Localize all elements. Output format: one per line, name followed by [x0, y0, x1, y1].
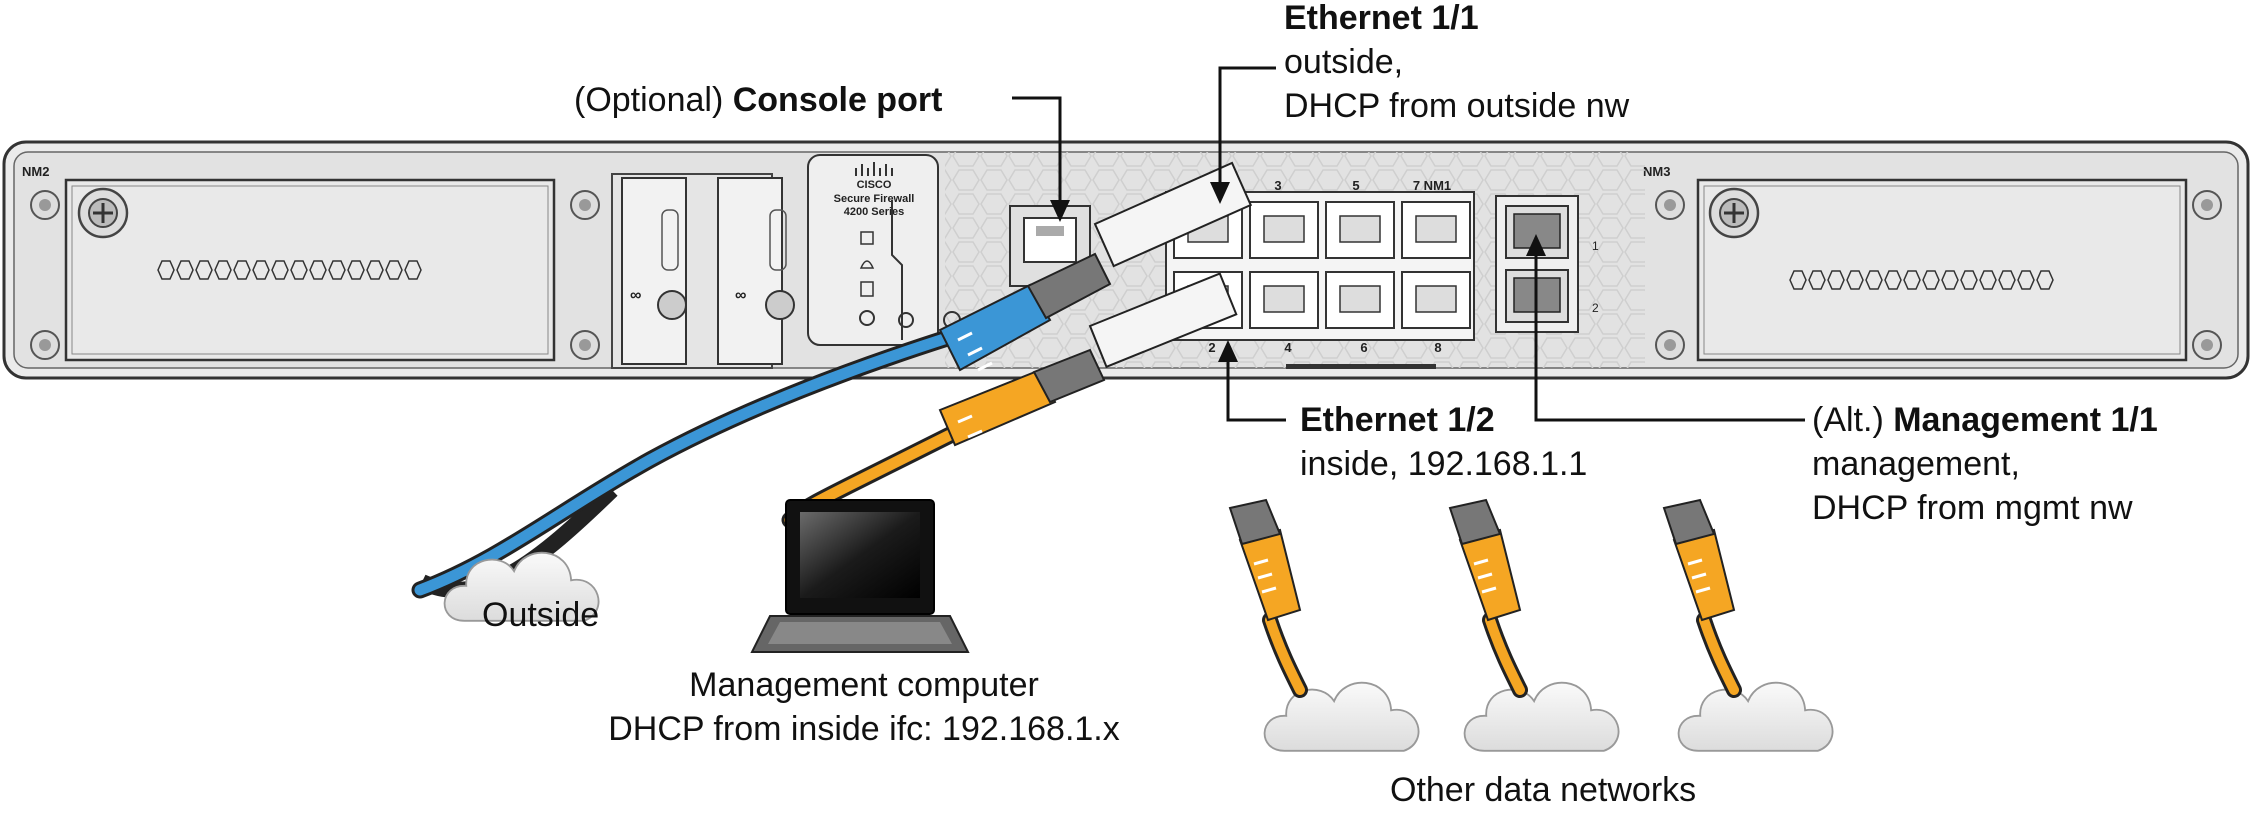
cloud-icon [1677, 681, 1834, 752]
hex-vent-icon [2017, 270, 2035, 290]
callout-line-eth12 [1226, 362, 1286, 422]
cisco-logo-badge: CISCO Secure Firewall 4200 Series [807, 154, 939, 346]
ethernet-jack-icon [1448, 498, 1528, 698]
eth12-line2: inside, 192.168.1.1 [1300, 445, 1588, 483]
check-icon [898, 312, 914, 328]
data-network-jacks [1228, 498, 1742, 698]
network-module-nm2 [64, 178, 556, 362]
hex-vent-icon [214, 260, 232, 280]
hex-vent-icon [195, 260, 213, 280]
mgmt-port-number-2: 2 [1592, 301, 1599, 315]
hex-vent-icon [1865, 270, 1883, 290]
hex-vent-icon [1979, 270, 1997, 290]
hex-vent-icon [366, 260, 384, 280]
hex-vent-icon [309, 260, 327, 280]
mgmt-title: Management 1/1 [1893, 401, 2158, 439]
hex-vent-icon [1789, 270, 1807, 290]
eth11-title: Ethernet 1/1 [1284, 0, 1479, 37]
hex-vent-icon [252, 260, 270, 280]
cloud-icon [1463, 681, 1620, 752]
cloud-icon [1263, 681, 1420, 752]
laptop-icon [750, 499, 970, 653]
hex-vent-icon [2036, 270, 2054, 290]
model-line-2: 4200 Series [844, 206, 905, 218]
mgmt-prefix: (Alt.) [1812, 401, 1884, 439]
callout-line-console [1012, 96, 1062, 200]
port-number-3: 3 [1274, 178, 1281, 193]
svg-text:∞: ∞ [735, 287, 746, 304]
hex-vent-icon [1846, 270, 1864, 290]
port-number-4: 4 [1284, 340, 1292, 355]
mgmt-line3: DHCP from mgmt nw [1812, 489, 2133, 527]
hex-vent-icon [1827, 270, 1845, 290]
label-management-1-1: (Alt.) Management 1/1 management, DHCP f… [1812, 398, 2158, 530]
hex-vent-icon [404, 260, 422, 280]
model-line-1: Secure Firewall [834, 193, 915, 205]
cisco-logo-text: CISCO [857, 179, 892, 191]
alarm-bell-icon [859, 260, 875, 269]
label-outside-cloud: Outside [482, 596, 600, 634]
port-number-8: 8 [1434, 340, 1441, 355]
hex-vent-icon [347, 260, 365, 280]
hex-vent-icon [1903, 270, 1921, 290]
computer-line2: DHCP from inside ifc: 192.168.1.x [608, 710, 1120, 748]
ethernet-jack-icon [1662, 498, 1742, 698]
port-number-6: 6 [1360, 340, 1367, 355]
hex-vent-icon [290, 260, 308, 280]
mgmt-port-number-1: 1 [1592, 239, 1599, 253]
port-number-2: 2 [1208, 340, 1215, 355]
callout-line-mgmt [1534, 256, 1805, 422]
hex-vent-icon [157, 260, 175, 280]
hex-vent-icon [233, 260, 251, 280]
slot-label-nm2: NM2 [22, 164, 49, 179]
console-prefix: (Optional) [574, 81, 724, 119]
computer-line1: Management computer [689, 666, 1039, 704]
eth11-line2: outside, [1284, 43, 1404, 81]
cloud-icon [443, 551, 600, 622]
callout-arrowheads [1050, 182, 1546, 362]
hex-vent-icon [1922, 270, 1940, 290]
ethernet-jack-icon [1228, 498, 1308, 698]
label-ethernet-1-1: Ethernet 1/1 outside, DHCP from outside … [1284, 0, 1629, 128]
eth12-title: Ethernet 1/2 [1300, 401, 1495, 439]
hex-vent-icon [176, 260, 194, 280]
hex-vent-icon [385, 260, 403, 280]
mount-screw-icon [30, 190, 2222, 360]
hex-vent-icon [1941, 270, 1959, 290]
power-icon [859, 310, 875, 326]
console-title: Console port [732, 81, 943, 119]
callout-line-eth11 [1218, 66, 1276, 182]
clouds [443, 551, 1834, 752]
eth11-line3: DHCP from outside nw [1284, 87, 1630, 125]
port-number-7: 7 NM1 [1413, 178, 1451, 193]
hex-vent-icon [1884, 270, 1902, 290]
system-led-icon [860, 281, 874, 297]
status-led-icon [860, 231, 874, 245]
svg-text:∞: ∞ [630, 287, 641, 304]
label-ethernet-1-2: Ethernet 1/2 inside, 192.168.1.1 [1300, 398, 1587, 486]
slot-label-nm3: NM3 [1643, 164, 1670, 179]
hex-vent-icon [1960, 270, 1978, 290]
hex-vent-icon [1998, 270, 2016, 290]
hex-vent-icon [271, 260, 289, 280]
power-supply-bays: ∞ ∞ [611, 173, 795, 369]
callout-lines [1012, 66, 1805, 422]
port-number-5: 5 [1352, 178, 1359, 193]
hex-vent-icon [328, 260, 346, 280]
label-management-computer: Management computer DHCP from inside ifc… [584, 663, 1144, 751]
network-module-nm3 [1696, 178, 2188, 362]
label-other-data-networks: Other data networks [1390, 771, 1697, 809]
mgmt-line2: management, [1812, 445, 2020, 483]
hex-vent-icon [1808, 270, 1826, 290]
label-console: (Optional) Console port [574, 78, 942, 122]
